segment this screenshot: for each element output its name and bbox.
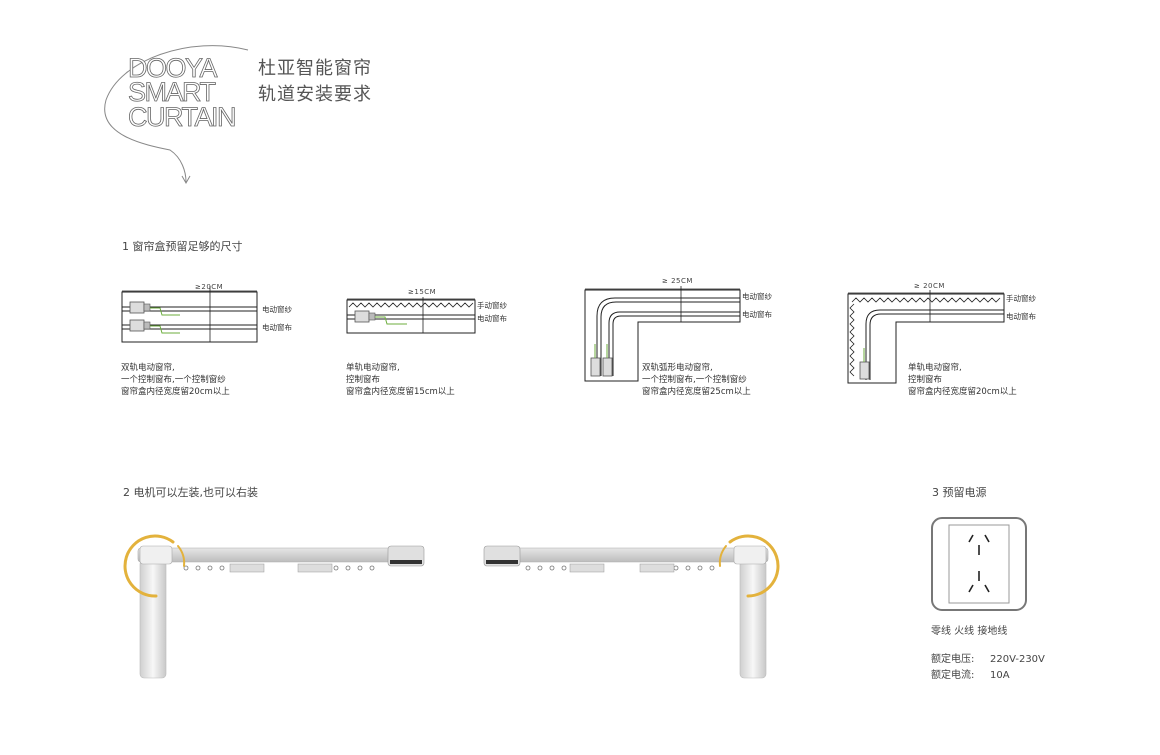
diagram-3-caption-3: 窗帘盒内径宽度留25cm以上	[642, 387, 751, 397]
diagram-3-caption-1: 双轨弧形电动窗帘,	[642, 363, 713, 373]
diagram-2-caption-3: 窗帘盒内径宽度留15cm以上	[346, 387, 455, 397]
diagram-2-caption-1: 单轨电动窗帘,	[346, 363, 400, 373]
diagram-4-label-top: 手动窗纱	[1006, 294, 1036, 303]
rated-current-label: 额定电流:	[931, 670, 975, 681]
motor-right-illustration	[483, 534, 780, 679]
diagram-2-label-top: 手动窗纱	[477, 301, 507, 310]
diagram-1-dimension: ≥20CM	[195, 283, 224, 291]
diagram-1-caption-2: 一个控制窗布,一个控制窗纱	[121, 375, 226, 385]
diagram-1-label-bottom: 电动窗布	[262, 323, 292, 332]
diagram-2-label-bottom: 电动窗布	[477, 314, 507, 323]
highlight-ring-right	[728, 534, 780, 598]
diagram-4-label-bottom: 电动窗布	[1006, 312, 1036, 321]
rated-voltage-label: 额定电压:	[931, 654, 975, 665]
diagram-3-drawing	[584, 286, 741, 382]
diagram-1-label-top: 电动窗纱	[262, 305, 292, 314]
logo-word-curtain: CURTAIN	[128, 102, 237, 132]
diagram-4-caption-3: 窗帘盒内径宽度留20cm以上	[908, 387, 1017, 397]
page-title-line2: 轨道安装要求	[258, 84, 372, 105]
motor-left-illustration	[123, 534, 425, 679]
diagram-4-caption-2: 控制窗布	[908, 375, 943, 385]
socket-wire-labels: 零线 火线 接地线	[931, 626, 1008, 637]
diagram-2-caption-2: 控制窗布	[346, 375, 381, 385]
section-1-title: 1 窗帘盒预留足够的尺寸	[122, 240, 243, 253]
highlight-ring-left	[123, 534, 175, 598]
diagram-1-caption-1: 双轨电动窗帘,	[121, 363, 175, 373]
logo-word-smart: SMART	[128, 77, 217, 107]
diagram-1-caption-3: 窗帘盒内径宽度留20cm以上	[121, 387, 230, 397]
diagram-2-drawing	[346, 297, 476, 334]
logo-swoosh-icon	[104, 45, 249, 185]
rated-current-value: 10A	[990, 670, 1010, 681]
power-socket-icon	[931, 517, 1027, 611]
section-3-title: 3 预留电源	[932, 486, 987, 499]
diagram-3-caption-2: 一个控制窗布,一个控制窗纱	[642, 375, 747, 385]
diagram-3-dimension: ≥ 25CM	[662, 277, 693, 285]
page-title-line1: 杜亚智能窗帘	[258, 58, 372, 79]
section-2-title: 2 电机可以左装,也可以右装	[123, 486, 258, 499]
diagram-3-label-bottom: 电动窗布	[742, 310, 772, 319]
logo-word-dooya: DOOYA	[128, 53, 218, 83]
diagram-4-dimension: ≥ 20CM	[914, 282, 945, 290]
diagram-4-drawing	[847, 290, 1005, 384]
diagram-4-caption-1: 单轨电动窗帘,	[908, 363, 962, 373]
rated-voltage-value: 220V-230V	[990, 654, 1045, 665]
diagram-3-label-top: 电动窗纱	[742, 292, 772, 301]
diagram-2-dimension: ≥15CM	[408, 288, 437, 296]
diagram-1-drawing	[121, 286, 258, 343]
